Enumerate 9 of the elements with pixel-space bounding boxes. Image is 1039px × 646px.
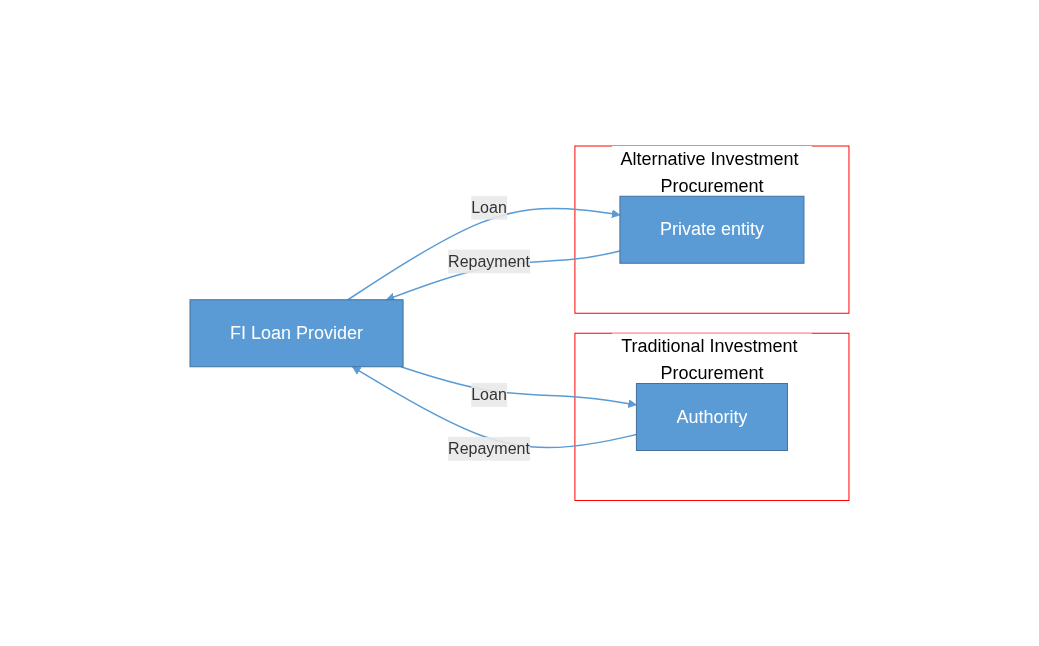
arrow — [400, 365, 637, 408]
edge-label: Repayment — [448, 439, 530, 457]
edge-label: Repayment — [448, 252, 530, 270]
edge-label: Loan — [471, 198, 507, 216]
arrow — [351, 366, 638, 449]
node-box: Private entity — [619, 195, 805, 264]
node-box: Authority — [635, 382, 788, 451]
edge-label: Loan — [471, 385, 507, 403]
node-box: FI Loan Provider — [189, 299, 404, 367]
